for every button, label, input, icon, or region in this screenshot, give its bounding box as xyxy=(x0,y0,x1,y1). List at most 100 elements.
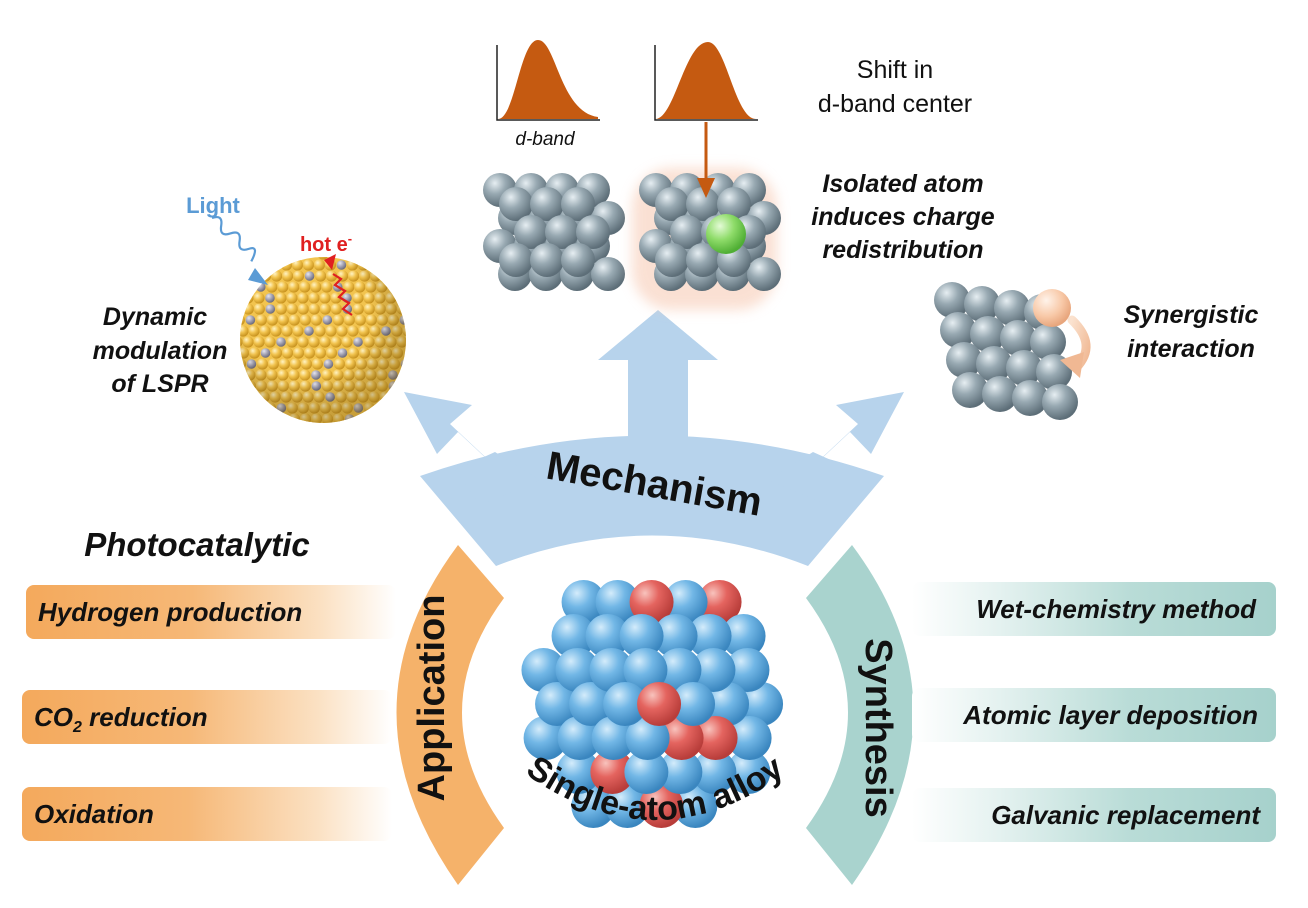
metal-atom xyxy=(514,215,548,249)
lspr-label-3: of LSPR xyxy=(111,370,208,398)
host-atom xyxy=(555,648,600,692)
metal-atom xyxy=(946,342,982,378)
application-item-hydrogen: Hydrogen production xyxy=(26,585,396,639)
dband-plot-left: d-band xyxy=(496,40,600,150)
lspr-label-2: modulation xyxy=(93,337,228,365)
application-item-oxidation: Oxidation xyxy=(22,787,392,841)
metal-atom xyxy=(717,187,751,221)
host-atom xyxy=(663,580,708,624)
application-item-label: CO2 reduction xyxy=(34,702,208,737)
host-atom xyxy=(691,648,736,692)
mechanism-arrow-right-fill xyxy=(768,452,853,505)
dband-peak-right xyxy=(656,42,756,119)
metal-atom xyxy=(545,215,579,249)
mechanism-arrow: Mechanism xyxy=(404,310,904,566)
metal-atom xyxy=(1012,380,1048,416)
synergy-curl-arrow xyxy=(1060,315,1091,378)
application-band: Application xyxy=(396,545,504,885)
dband-shift-label-2: d-band center xyxy=(818,90,972,118)
synergistic-label-2: interaction xyxy=(1127,335,1255,363)
host-atom xyxy=(551,614,596,658)
host-atom xyxy=(624,750,669,794)
dopant-atom xyxy=(693,716,738,760)
synthesis-item-galvanic: Galvanic replacement xyxy=(912,788,1276,842)
photocatalytic-heading: Photocatalytic xyxy=(84,526,310,563)
mechanism-arrow-band xyxy=(420,435,884,566)
dband-axis-label: d-band xyxy=(515,129,576,150)
host-atom xyxy=(673,784,718,828)
application-label: Application xyxy=(411,595,453,802)
metal-atom xyxy=(530,187,564,221)
host-atom xyxy=(569,682,614,726)
metal-atom xyxy=(561,243,595,277)
metal-atom xyxy=(1000,320,1036,356)
mechanism-arrow-right xyxy=(788,392,904,490)
host-atom xyxy=(726,750,771,794)
host-atom xyxy=(535,682,580,726)
mechanism-arrow-up xyxy=(598,310,718,470)
hot-electron-label: hot e- xyxy=(300,231,352,256)
metal-atom xyxy=(970,316,1006,352)
metal-atom xyxy=(576,215,610,249)
host-atom xyxy=(595,580,640,624)
isolated-atom-label: Isolated atom xyxy=(822,170,983,198)
host-atom xyxy=(521,648,566,692)
synthesis-item-label: Atomic layer deposition xyxy=(963,700,1258,730)
host-atom xyxy=(671,682,716,726)
isolated-dopant-atom xyxy=(706,214,746,254)
metal-atom xyxy=(655,243,689,277)
metal-atom xyxy=(976,346,1012,382)
dband-shift-label: Shift in xyxy=(857,56,933,84)
metal-atom xyxy=(530,243,564,277)
synthesis-item-label: Wet-chemistry method xyxy=(976,594,1256,624)
dopant-atom xyxy=(629,580,674,624)
metal-atom xyxy=(561,187,595,221)
pure-metal-cluster xyxy=(483,173,625,291)
hot-electron-wave xyxy=(324,254,353,316)
metal-atom xyxy=(952,372,988,408)
host-atom xyxy=(658,750,703,794)
host-atom xyxy=(727,716,772,760)
metal-atom xyxy=(655,187,689,221)
metal-atom xyxy=(1030,324,1066,360)
isolated-atom-label-3: redistribution xyxy=(822,236,983,264)
metal-atom xyxy=(934,282,970,318)
host-atom xyxy=(653,614,698,658)
synergistic-label: Synergistic xyxy=(1124,301,1259,329)
host-atom xyxy=(657,648,702,692)
host-atom xyxy=(589,648,634,692)
synthesis-label: Synthesis xyxy=(857,638,899,818)
metal-atom xyxy=(747,257,781,291)
dopant-atom xyxy=(637,682,682,726)
dopant-atom xyxy=(697,580,742,624)
application-item-label: Hydrogen production xyxy=(38,597,303,627)
host-atom xyxy=(739,682,784,726)
host-atom xyxy=(625,716,670,760)
host-atom xyxy=(523,716,568,760)
host-atom xyxy=(557,716,602,760)
mechanism-arrow-left xyxy=(404,392,520,490)
host-atom xyxy=(725,648,770,692)
synthesis-item-wet-chemistry: Wet-chemistry method xyxy=(912,582,1276,636)
host-atom xyxy=(556,750,601,794)
application-item-co2: CO2 reduction xyxy=(22,690,392,744)
doped-metal-cluster xyxy=(639,173,781,291)
metal-atom xyxy=(994,290,1030,326)
dopant-atom xyxy=(639,784,684,828)
metal-atom xyxy=(686,187,720,221)
dband-peak-left xyxy=(498,40,598,119)
light-wave xyxy=(211,215,268,285)
dband-plot-right xyxy=(654,42,758,121)
dopant-atom xyxy=(590,750,635,794)
host-atom xyxy=(692,750,737,794)
synthesis-band: Synthesis xyxy=(806,545,914,885)
metal-atom xyxy=(964,286,1000,322)
metal-atom xyxy=(940,312,976,348)
metal-atom xyxy=(499,187,533,221)
host-atom xyxy=(623,648,668,692)
metal-atom xyxy=(1042,384,1078,420)
metal-atom xyxy=(1036,354,1072,390)
metal-atom xyxy=(499,243,533,277)
host-atom xyxy=(687,614,732,658)
host-atom xyxy=(619,614,664,658)
